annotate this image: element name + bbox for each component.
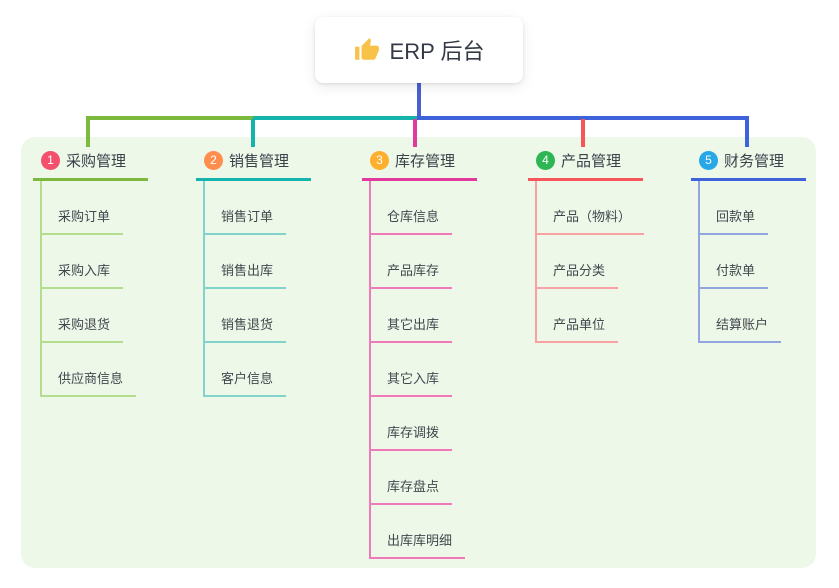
child-node[interactable]: 产品分类 [537,235,619,289]
branch-label: 销售管理 [229,153,290,170]
child-node[interactable]: 产品（物料） [537,181,645,235]
connector-segment [417,116,749,120]
root-label: ERP 后台 [389,39,485,64]
child-node[interactable]: 采购入库 [42,235,124,289]
child-node[interactable]: 产品单位 [537,289,619,343]
branch-children: 回款单付款单结算账户 [698,181,806,343]
branch-header-node[interactable]: 1 采购管理 [33,148,148,181]
branch-drop-line [581,119,585,147]
child-node[interactable]: 产品库存 [371,235,453,289]
branch-number-badge: 5 [699,151,718,170]
child-node[interactable]: 库存调拨 [371,397,453,451]
branch: 1 采购管理 采购订单采购入库采购退货供应商信息 [33,148,148,397]
child-node[interactable]: 其它出库 [371,289,453,343]
branch: 5 财务管理 回款单付款单结算账户 [691,148,806,343]
branch-number-badge: 2 [204,151,223,170]
child-node[interactable]: 销售退货 [205,289,287,343]
branch: 2 销售管理 销售订单销售出库销售退货客户信息 [196,148,311,397]
branch-header-node[interactable]: 2 销售管理 [196,148,311,181]
child-node[interactable]: 供应商信息 [42,343,137,397]
branch-number-badge: 4 [536,151,555,170]
root-node[interactable]: ERP 后台 [315,17,523,83]
child-node[interactable]: 付款单 [700,235,769,289]
child-node[interactable]: 客户信息 [205,343,287,397]
branch-header-node[interactable]: 4 产品管理 [528,148,643,181]
branch-label: 库存管理 [395,153,456,170]
child-node[interactable]: 结算账户 [700,289,782,343]
branch-drop-line [251,119,255,147]
branch-children: 产品（物料）产品分类产品单位 [535,181,645,343]
child-node[interactable]: 其它入库 [371,343,453,397]
branch: 3 库存管理 仓库信息产品库存其它出库其它入库库存调拨库存盘点出库库明细 [362,148,477,559]
branch-number-badge: 3 [370,151,389,170]
branch-drop-line [86,116,90,147]
branch-label: 采购管理 [66,153,127,170]
branch: 4 产品管理 产品（物料）产品分类产品单位 [528,148,645,343]
branch-header-node[interactable]: 5 财务管理 [691,148,806,181]
branch-header-node[interactable]: 3 库存管理 [362,148,477,181]
child-node[interactable]: 销售订单 [205,181,287,235]
branch-children: 采购订单采购入库采购退货供应商信息 [40,181,148,397]
child-node[interactable]: 库存盘点 [371,451,453,505]
branch-children: 仓库信息产品库存其它出库其它入库库存调拨库存盘点出库库明细 [369,181,477,559]
child-node[interactable]: 采购退货 [42,289,124,343]
connector-segment [86,116,253,120]
connector-segment [253,116,417,120]
branch-drop-line [413,119,417,147]
branch-children: 销售订单销售出库销售退货客户信息 [203,181,311,397]
branch-label: 产品管理 [561,153,622,170]
branches-panel [21,137,816,568]
root-connector-line [417,82,421,117]
child-node[interactable]: 回款单 [700,181,769,235]
child-node[interactable]: 出库库明细 [371,505,466,559]
branch-number-badge: 1 [41,151,60,170]
thumbs-up-icon [354,37,380,63]
branch-label: 财务管理 [724,153,785,170]
child-node[interactable]: 销售出库 [205,235,287,289]
child-node[interactable]: 采购订单 [42,181,124,235]
child-node[interactable]: 仓库信息 [371,181,453,235]
branch-drop-line [745,116,749,147]
